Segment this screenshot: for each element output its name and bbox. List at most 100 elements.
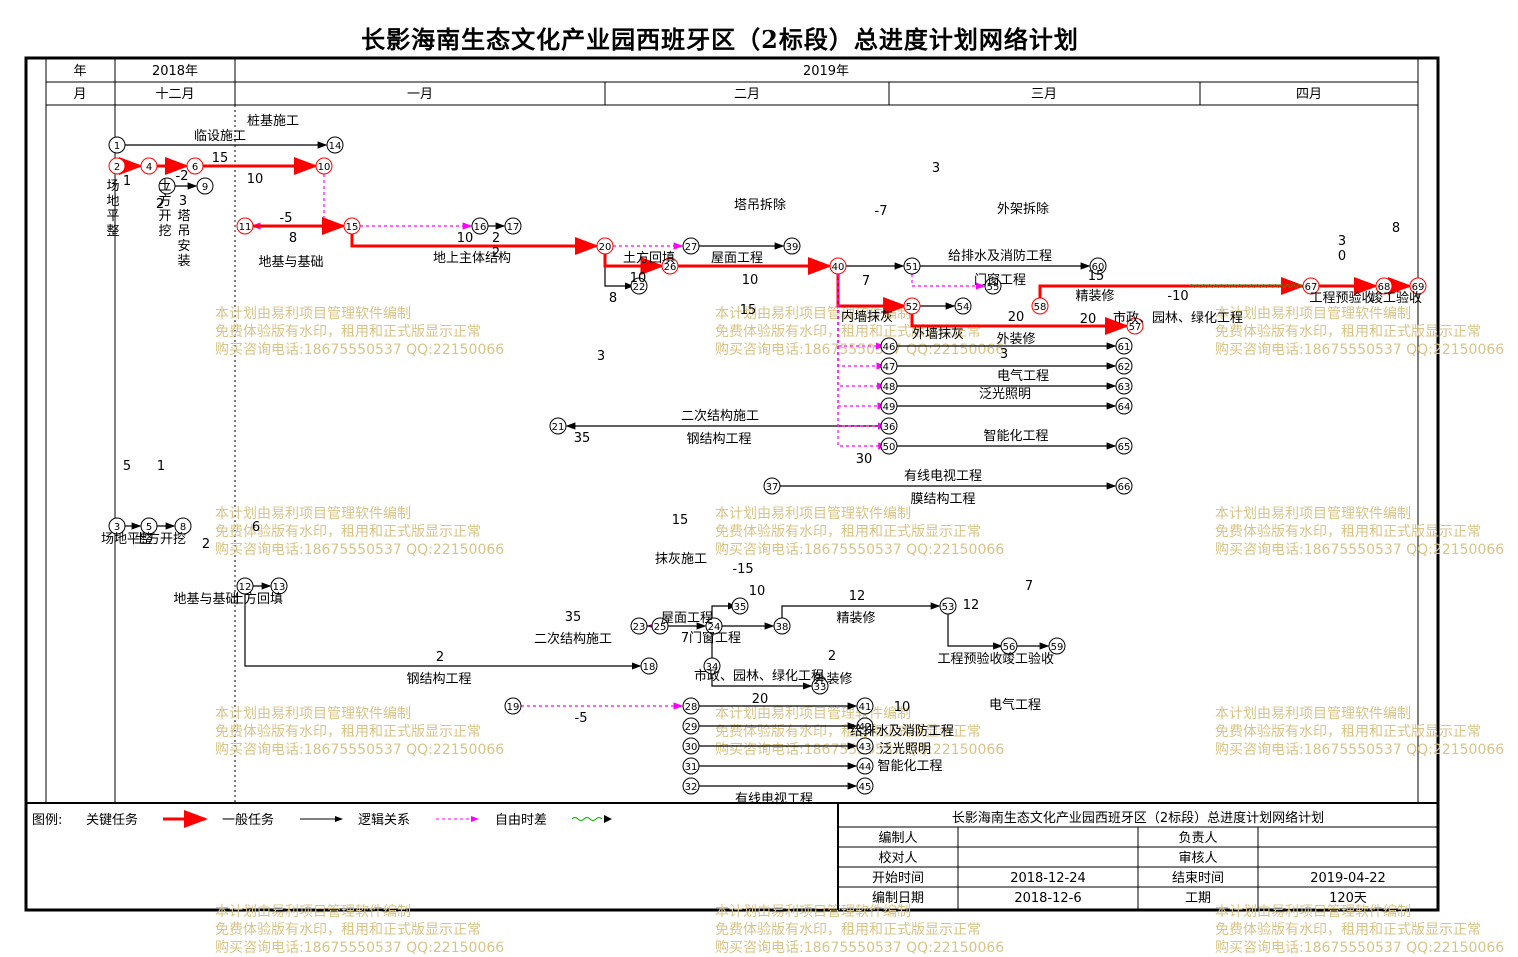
node-68: 68	[1375, 277, 1393, 295]
task-label-3: 10	[247, 172, 264, 187]
info-duration-label: 工期	[1185, 891, 1211, 906]
svg-text:本计划由易利项目管理软件编制: 本计划由易利项目管理软件编制	[215, 306, 411, 322]
svg-text:本计划由易利项目管理软件编制: 本计划由易利项目管理软件编制	[715, 706, 911, 722]
task-label-86: 给排水及消防工程	[850, 723, 954, 739]
svg-text:22: 22	[633, 282, 646, 293]
task-label-9: 3	[179, 194, 187, 209]
node-40: 40	[829, 257, 847, 275]
legend-normal-label: 一般任务	[222, 812, 274, 828]
task-label-84: 10	[894, 700, 911, 715]
svg-text:34: 34	[706, 662, 719, 673]
svg-text:购买咨询电话:18675550537 QQ:22150066: 购买咨询电话:18675550537 QQ:22150066	[215, 742, 504, 758]
node-54: 54	[954, 297, 972, 315]
task-label-55: 场地平整	[101, 532, 153, 547]
node-22: 22	[630, 277, 648, 295]
svg-text:3: 3	[114, 522, 120, 533]
svg-text:13: 13	[273, 582, 286, 593]
svg-text:17: 17	[507, 222, 520, 233]
node-6: 6	[186, 157, 204, 175]
node-44: 44	[856, 757, 874, 775]
task-label-78: 7	[1025, 579, 1033, 594]
task-label-87: 泛光照明	[879, 742, 931, 757]
node-16: 16	[471, 217, 489, 235]
task-label-65: 二次结构施工	[534, 631, 612, 647]
node-13: 13	[270, 577, 288, 595]
task-label-11: -5	[280, 211, 293, 226]
legend-logic-label: 逻辑关系	[358, 813, 410, 828]
node-50: 50	[880, 437, 898, 455]
node-51: 51	[903, 257, 921, 275]
svg-text:本计划由易利项目管理软件编制: 本计划由易利项目管理软件编制	[715, 306, 911, 322]
task-arrow-12-18	[244, 594, 642, 670]
node-27: 27	[682, 237, 700, 255]
task-label-32: 3	[932, 161, 940, 176]
task-label-18: 10	[630, 271, 647, 286]
task-label-6: 土方开挖	[158, 179, 171, 239]
svg-text:62: 62	[1118, 362, 1131, 373]
task-label-70: -15	[732, 562, 753, 577]
svg-text:37: 37	[766, 482, 779, 493]
node-55: 55	[984, 277, 1002, 295]
node-5: 5	[140, 517, 158, 535]
task-label-39: 外装修	[996, 332, 1035, 347]
node-69: 69	[1409, 277, 1427, 295]
outer-frame	[24, 56, 1440, 912]
task-label-29: 内墙抹灰	[841, 309, 893, 325]
task-arrow-38-53	[781, 602, 941, 618]
task-label-38: 20	[1008, 310, 1025, 325]
task-arrow-58-67	[1038, 277, 1306, 298]
task-label-71: 屋面工程	[661, 611, 713, 626]
node-7: 7	[158, 177, 176, 195]
svg-text:14: 14	[329, 141, 342, 152]
svg-text:购买咨询电话:18675550537 QQ:22150066: 购买咨询电话:18675550537 QQ:22150066	[1215, 342, 1504, 358]
task-label-42: 市政、园林、绿化工程	[1113, 310, 1243, 326]
node-35: 35	[731, 597, 749, 615]
node-47: 47	[880, 357, 898, 375]
task-label-23: 10	[742, 273, 759, 288]
legend-buffer-arrow	[571, 817, 603, 821]
task-label-82: 外装修	[813, 672, 852, 687]
svg-text:43: 43	[859, 742, 872, 753]
node-23: 23	[630, 617, 648, 635]
svg-text:免费体验版有水印，租用和正式版显示正常: 免费体验版有水印，租用和正式版显示正常	[215, 324, 481, 340]
task-label-7: 2	[156, 197, 164, 212]
task-label-67: 抹灰施工	[655, 552, 707, 567]
node-24: 24	[705, 617, 723, 635]
svg-text:11: 11	[239, 222, 252, 233]
svg-text:65: 65	[1118, 442, 1131, 453]
node-21: 21	[549, 417, 567, 435]
task-label-74: 12	[849, 589, 866, 604]
svg-text:免费体验版有水印，租用和正式版显示正常: 免费体验版有水印，租用和正式版显示正常	[215, 922, 481, 938]
node-46: 46	[880, 337, 898, 355]
svg-text:23: 23	[633, 622, 646, 633]
svg-text:免费体验版有水印，租用和正式版显示正常: 免费体验版有水印，租用和正式版显示正常	[715, 724, 981, 740]
task-label-44: 工程预验收	[1309, 290, 1374, 306]
svg-text:55: 55	[987, 282, 1000, 293]
svg-text:9: 9	[202, 182, 208, 193]
svg-text:本计划由易利项目管理软件编制: 本计划由易利项目管理软件编制	[215, 904, 411, 920]
node-39: 39	[783, 237, 801, 255]
task-label-53: 30	[856, 452, 873, 467]
task-label-36: 15	[1088, 269, 1105, 284]
info-prepared-by-label: 编制人	[878, 831, 917, 846]
task-label-72: 10	[749, 584, 766, 599]
task-label-62: 2	[436, 650, 444, 665]
task-arrow-52-57	[910, 314, 1130, 335]
node-26: 26	[661, 257, 679, 275]
svg-text:33: 33	[814, 682, 827, 693]
info-reviewer-label: 审核人	[1178, 851, 1217, 866]
svg-text:53: 53	[942, 602, 955, 613]
svg-text:15: 15	[346, 222, 359, 233]
timeline-header: 年 月 2018年 2019年 十二月 一月 二月 三月 四月	[46, 58, 1418, 803]
svg-text:36: 36	[883, 422, 896, 433]
svg-text:本计划由易利项目管理软件编制: 本计划由易利项目管理软件编制	[715, 904, 911, 920]
svg-text:本计划由易利项目管理软件编制: 本计划由易利项目管理软件编制	[715, 506, 911, 522]
legend-label: 图例:	[32, 813, 62, 828]
task-label-26: 钢结构工程	[686, 432, 751, 447]
node-41: 41	[856, 697, 874, 715]
svg-text:42: 42	[859, 722, 872, 733]
svg-text:28: 28	[685, 702, 698, 713]
task-label-34: 给排水及消防工程	[948, 248, 1052, 264]
node-57: 57	[1126, 317, 1144, 335]
buffer-wave	[1189, 284, 1305, 288]
